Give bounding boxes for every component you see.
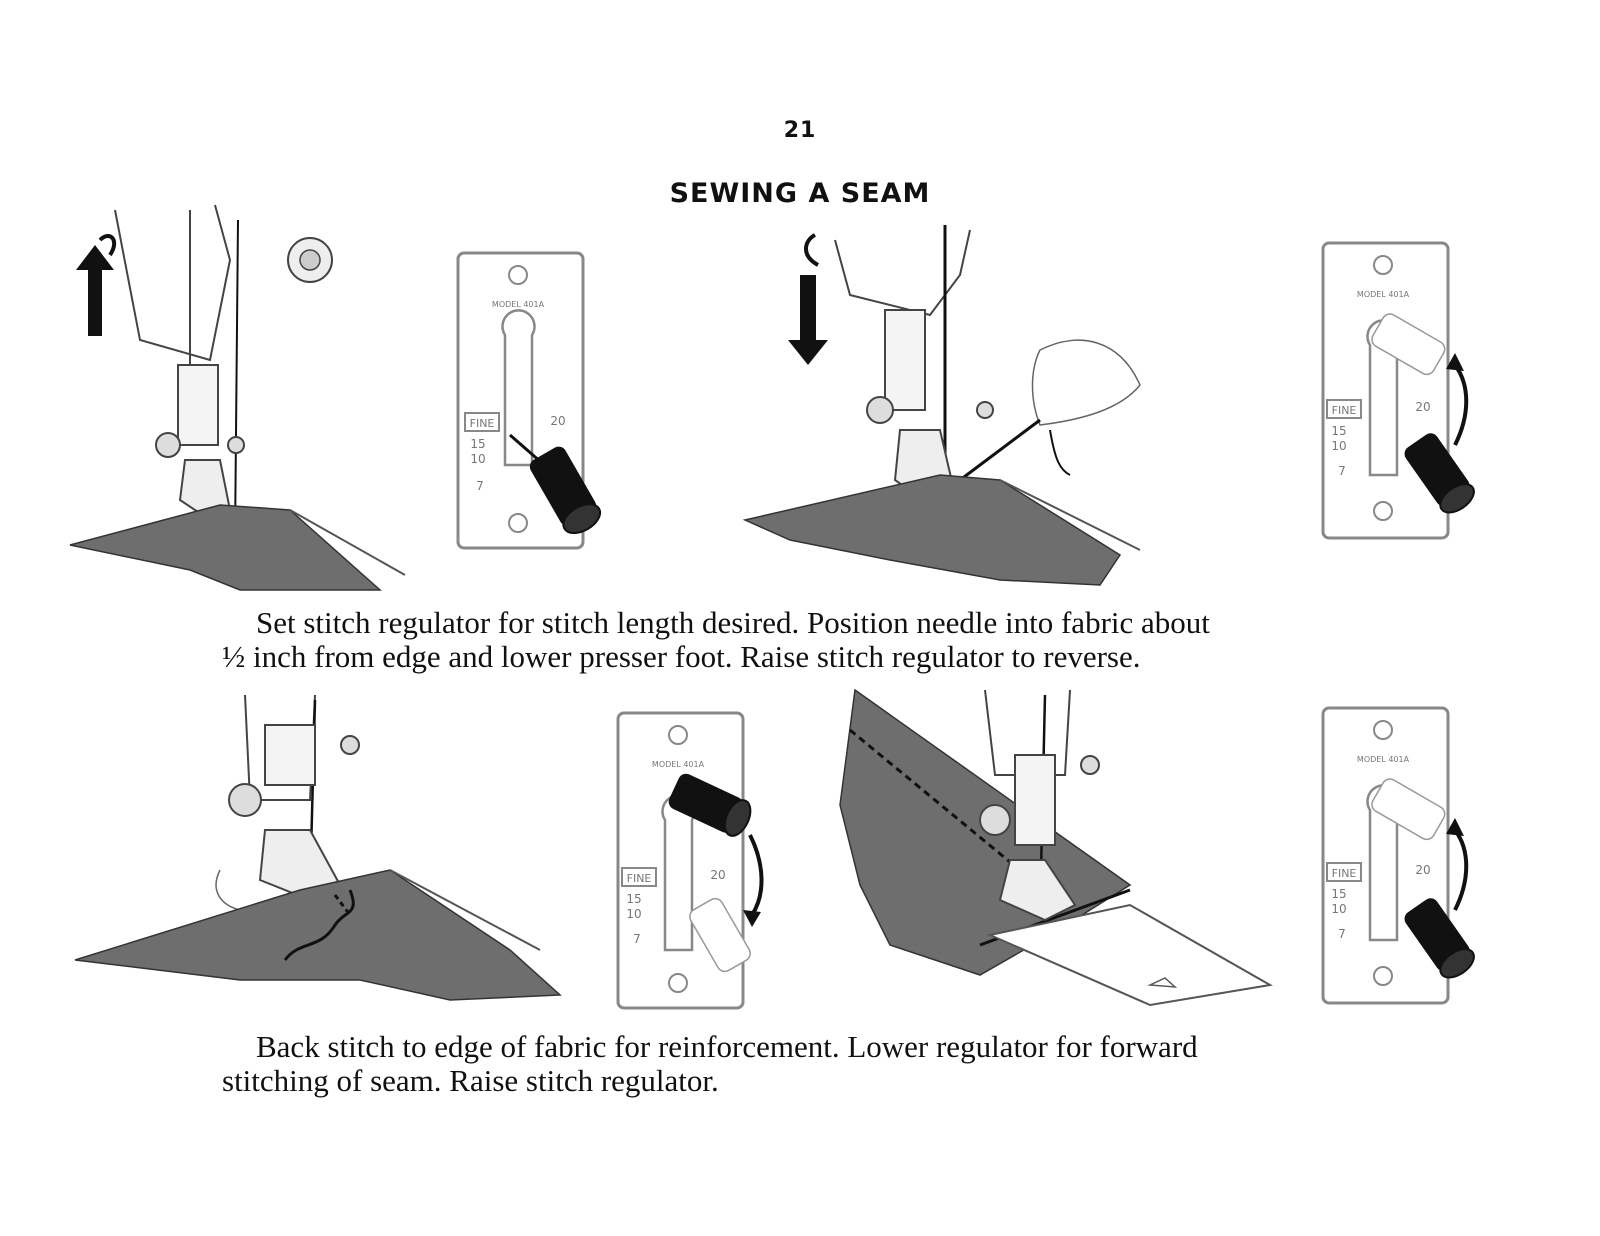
caption-step-2: Back stitch to edge of fabric for reinfo… bbox=[222, 1030, 1372, 1098]
caption-step-2-line-1: Back stitch to edge of fabric for reinfo… bbox=[256, 1029, 1198, 1064]
fabric-swatch bbox=[742, 474, 1122, 586]
svg-text:MODEL 401A: MODEL 401A bbox=[1357, 755, 1410, 764]
svg-text:MODEL 401A: MODEL 401A bbox=[492, 300, 545, 309]
svg-text:10: 10 bbox=[470, 452, 485, 466]
svg-text:7: 7 bbox=[1338, 927, 1346, 941]
stitch-regulator-plate-2: MODEL 401A FINE 15 10 7 20 bbox=[1321, 241, 1475, 540]
svg-text:15: 15 bbox=[470, 437, 485, 451]
caption-step-2-line-2: stitching of seam. Raise stitch regulato… bbox=[222, 1063, 719, 1098]
curved-arrow-up-icon bbox=[1453, 363, 1469, 446]
fabric-swatch bbox=[74, 869, 562, 1001]
svg-text:20: 20 bbox=[1415, 400, 1430, 414]
stitch-regulator-plate-4: MODEL 401A FINE 15 10 7 20 bbox=[1321, 706, 1475, 1005]
svg-text:MODEL 401A: MODEL 401A bbox=[652, 760, 705, 769]
svg-text:20: 20 bbox=[550, 414, 565, 428]
svg-text:FINE: FINE bbox=[1332, 867, 1357, 880]
up-arrow-icon bbox=[76, 245, 114, 336]
illustration-back-stitch bbox=[74, 694, 562, 1001]
svg-text:10: 10 bbox=[1331, 439, 1346, 453]
caption-step-1-line-1: Set stitch regulator for stitch length d… bbox=[256, 605, 1210, 640]
illustration-forward-stitch bbox=[839, 688, 1273, 1007]
svg-text:FINE: FINE bbox=[1332, 404, 1357, 417]
svg-text:FINE: FINE bbox=[470, 417, 495, 430]
svg-text:15: 15 bbox=[626, 892, 641, 906]
stitch-regulator-plate-3: MODEL 401A FINE 15 10 7 20 bbox=[616, 711, 764, 1010]
svg-text:10: 10 bbox=[1331, 902, 1346, 916]
svg-text:FINE: FINE bbox=[627, 872, 652, 885]
page-title: SEWING A SEAM bbox=[669, 178, 931, 209]
svg-text:7: 7 bbox=[633, 932, 641, 946]
svg-text:10: 10 bbox=[626, 907, 641, 921]
svg-text:20: 20 bbox=[710, 868, 725, 882]
illustration-machine-needle-up bbox=[69, 204, 406, 591]
svg-text:15: 15 bbox=[1331, 424, 1346, 438]
svg-text:20: 20 bbox=[1415, 863, 1430, 877]
caption-step-1-line-2: ½ inch from edge and lower presser foot.… bbox=[222, 639, 1141, 674]
down-arrow-icon bbox=[788, 275, 828, 365]
svg-text:7: 7 bbox=[476, 479, 484, 493]
curved-arrow-down-icon bbox=[748, 834, 764, 917]
caption-step-1: Set stitch regulator for stitch length d… bbox=[222, 606, 1372, 674]
illustration-machine-presser-foot-down bbox=[742, 225, 1141, 586]
svg-text:MODEL 401A: MODEL 401A bbox=[1357, 290, 1410, 299]
page-number: 21 bbox=[783, 118, 817, 143]
fabric-swatch bbox=[69, 504, 382, 591]
svg-text:7: 7 bbox=[1338, 464, 1346, 478]
svg-text:15: 15 bbox=[1331, 887, 1346, 901]
curved-arrow-up-icon bbox=[1453, 828, 1469, 911]
stitch-regulator-plate-1: MODEL 401A FINE 15 10 7 20 bbox=[456, 251, 602, 550]
